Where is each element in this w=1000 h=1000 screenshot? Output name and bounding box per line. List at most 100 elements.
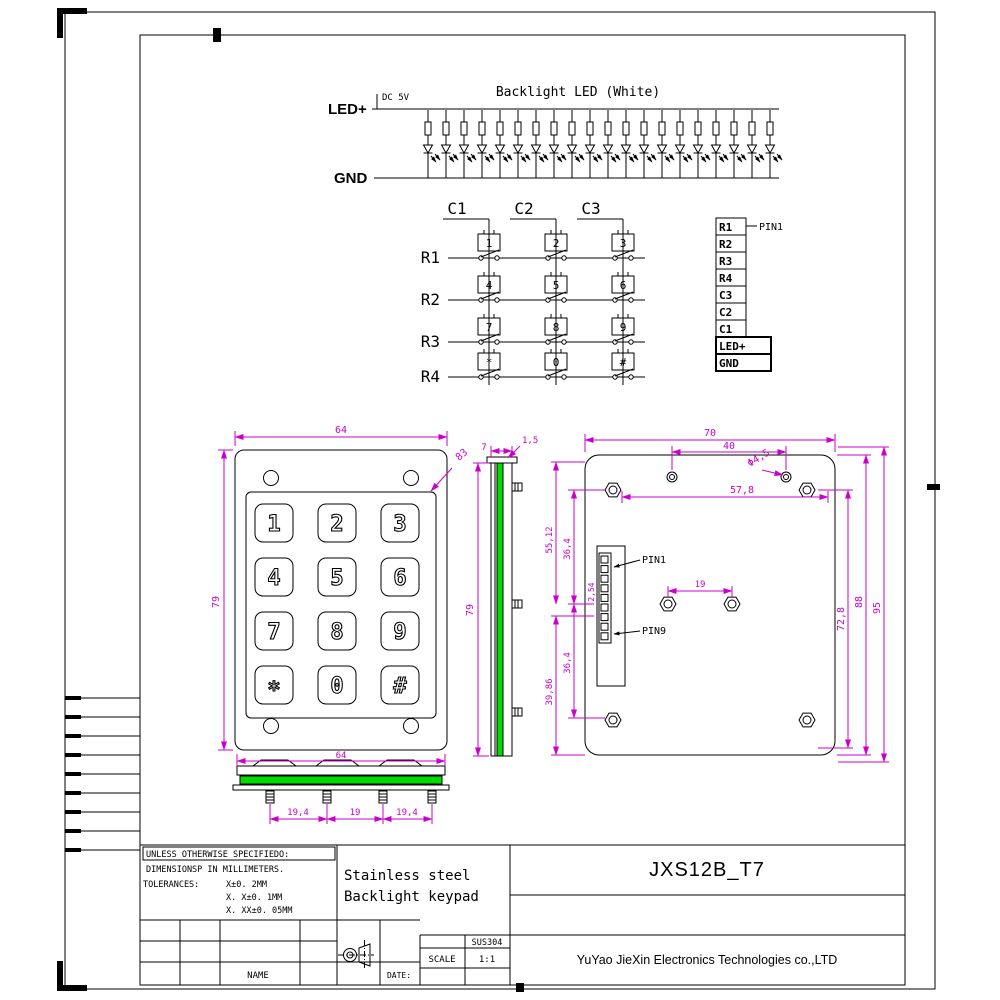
mounting-stud — [322, 790, 332, 804]
key-3: 3 — [393, 512, 406, 537]
tolerance-3: X. XX±0. 05MM — [226, 906, 293, 916]
dim-79-side: 79 — [465, 604, 476, 616]
side-stud — [511, 482, 523, 492]
matrix-schematic: C1 C2 C3 R1 R2 R3 R4 1 2 3 4 5 6 7 8 9 *… — [421, 199, 645, 386]
dim-95: 95 — [872, 602, 883, 614]
mounting-hole — [263, 470, 279, 486]
screw-hole — [780, 471, 792, 483]
front-view-dimensions: 64 79 83 — [211, 425, 470, 751]
pin-label: GND — [719, 357, 739, 370]
key-0: 0 — [330, 674, 343, 699]
spec-line-2: DIMENSIONSP IN MILLIMETERS. — [146, 865, 284, 875]
pin-label: C2 — [719, 306, 732, 319]
tolerances-label: TOLERANCES: — [143, 880, 199, 890]
material-label: SUS304 — [472, 938, 503, 948]
dim-55-12: 55,12 — [545, 526, 555, 553]
row-label-r4: R4 — [421, 367, 440, 386]
dim-72-8: 72,8 — [836, 607, 847, 631]
side-view-dimensions: 7 1,5 79 — [465, 436, 538, 757]
dim-19-center: 19 — [350, 808, 361, 818]
row-label-r2: R2 — [421, 290, 440, 309]
projection-symbol-icon — [338, 940, 374, 970]
tolerance-1: X±0. 2MM — [226, 880, 267, 890]
switch-key-label: 3 — [620, 237, 627, 250]
key-9: 9 — [393, 620, 406, 645]
side-stud — [511, 707, 523, 717]
switch-key-label: * — [486, 356, 493, 369]
mounting-hole — [263, 718, 279, 734]
pin1-callout: PIN1 — [759, 222, 783, 233]
pin-label: C3 — [719, 289, 732, 302]
scale-label: SCALE — [428, 955, 455, 965]
hex-nut-center — [723, 596, 741, 612]
key-2: 2 — [330, 512, 343, 537]
dim-19-back: 19 — [695, 580, 706, 590]
matrix-switches: 1 2 3 4 5 6 7 8 9 * 0 # — [477, 229, 635, 380]
drawing-frame — [57, 8, 940, 992]
led-array — [424, 110, 783, 178]
dim-64-top: 64 — [335, 425, 347, 436]
row-label-r1: R1 — [421, 248, 440, 267]
dim-40: 40 — [723, 441, 735, 452]
key-hash: # — [393, 674, 407, 699]
hex-nut — [798, 712, 816, 728]
registration-mark — [213, 28, 221, 42]
row-label-r3: R3 — [421, 332, 440, 351]
dim-79-left: 79 — [211, 596, 222, 608]
dim-88: 88 — [854, 596, 865, 608]
led-plus-label: LED+ — [328, 101, 367, 118]
mounting-hole — [403, 470, 419, 486]
switch-key-label: 2 — [553, 237, 560, 250]
bottom-view-dimensions: 64 19,4 19 19,4 — [236, 751, 446, 824]
dim-7: 7 — [481, 443, 486, 453]
switch-key-label: 4 — [486, 279, 493, 292]
dim-19-4-right: 19,4 — [396, 808, 418, 818]
switch-key-label: 0 — [553, 356, 560, 369]
pin9-label: PIN9 — [642, 626, 666, 637]
key-1: 1 — [267, 512, 280, 537]
key-7: 7 — [267, 620, 280, 645]
pin-label: LED+ — [719, 340, 746, 353]
key-4: 4 — [267, 566, 280, 591]
dim-64-bottom: 64 — [336, 751, 347, 761]
backlight-strip-side — [496, 462, 504, 757]
dim-36-4-top: 36,4 — [563, 538, 573, 560]
screw-hole — [666, 471, 678, 483]
registration-mark — [57, 8, 63, 38]
pin1-label: PIN1 — [642, 555, 666, 566]
switch-key-label: 6 — [620, 279, 627, 292]
led-circuit: LED+ DC 5V Backlight LED (White) GND — [328, 85, 782, 187]
mounting-stud — [265, 790, 275, 804]
switch-key-label: 1 — [486, 237, 493, 250]
hex-nut-center — [659, 596, 677, 612]
pin-label: R4 — [719, 272, 733, 285]
bottom-view: 64 19,4 19 19,4 — [232, 751, 450, 824]
back-view-dimensions: 70 40 57,8 Φ4,5 19 72,8 88 95 36,4 36,4 … — [545, 428, 889, 763]
product-name-line2: Backlight keypad — [344, 889, 479, 905]
dim-57-8: 57,8 — [730, 485, 754, 496]
dim-diameter-4-5: Φ4,5 — [746, 447, 772, 469]
col-label-c2: C2 — [514, 199, 533, 218]
tolerance-2: X. X±0. 1MM — [226, 893, 282, 903]
switch-key-label: 7 — [486, 321, 493, 334]
title-block: UNLESS OTHERWISE SPECIFIEDO: DIMENSIONSP… — [140, 844, 905, 985]
product-name-line1: Stainless steel — [344, 868, 470, 884]
col-label-c1: C1 — [447, 199, 466, 218]
registration-mark — [57, 961, 63, 991]
mounting-stud — [378, 790, 388, 804]
back-view: PIN1 PIN9 70 40 57,8 Φ4,5 19 72,8 88 95 … — [545, 428, 889, 763]
keypad-keys: 1 2 3 4 5 6 7 8 9 * 0 # — [254, 503, 420, 705]
key-5: 5 — [330, 566, 343, 591]
dim-2-54: 2,54 — [587, 582, 596, 601]
pin-label: R1 — [719, 221, 733, 234]
dim-83-diagonal: 83 — [454, 447, 470, 463]
scale-value: 1:1 — [479, 955, 495, 965]
front-view: 1 2 3 4 5 6 7 8 9 * 0 # 64 79 83 — [211, 425, 470, 751]
backlight-led-title: Backlight LED (White) — [496, 85, 660, 100]
col-label-c3: C3 — [581, 199, 600, 218]
mounting-hole — [403, 718, 419, 734]
gnd-label: GND — [334, 170, 368, 187]
side-stud — [511, 599, 523, 609]
